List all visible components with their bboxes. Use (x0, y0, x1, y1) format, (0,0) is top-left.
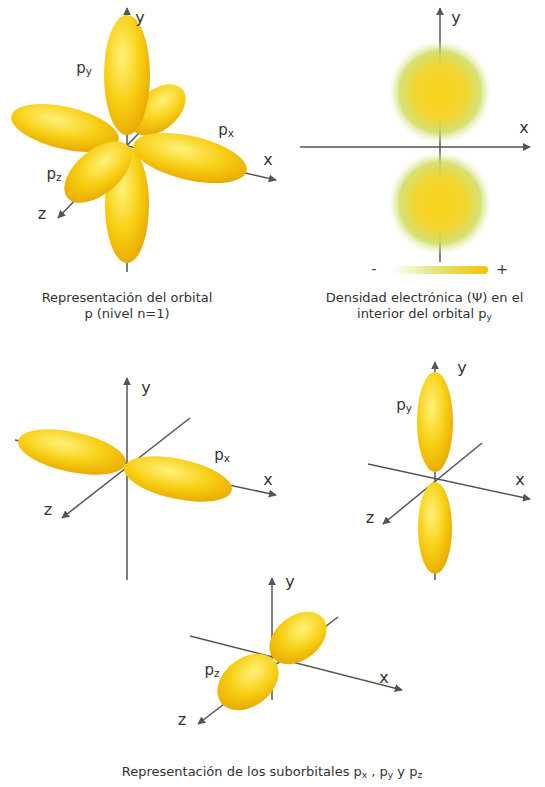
orbital-label: pz (46, 165, 61, 184)
py-orbital (417, 372, 453, 574)
axis-label: x (515, 470, 524, 490)
axis-label: y (451, 8, 460, 28)
orbital-label: py (76, 59, 92, 78)
subscript: x (228, 127, 234, 139)
axis-label: x (263, 470, 272, 490)
orbital-label: px (214, 446, 230, 465)
axis-label: z (38, 204, 46, 224)
subscript: y (388, 770, 393, 780)
axis-label: y (457, 358, 466, 378)
subscript: z (214, 667, 220, 679)
figure-caption: Representación del orbital p (nivel n=1) (40, 290, 215, 323)
electron-density (388, 40, 492, 274)
axis-label: y (285, 572, 294, 592)
subscript: y (487, 312, 492, 322)
axis-label: x (519, 118, 528, 138)
axis-label: z (44, 500, 52, 520)
orbital-label: py (396, 396, 412, 415)
axis-label: y (141, 378, 150, 398)
orbital-label: pz (204, 661, 219, 680)
figure-caption: Representación de los suborbitales px , … (122, 764, 422, 780)
subscript: x (362, 770, 367, 780)
axis-label: z (366, 508, 374, 528)
scale-label: + (496, 261, 508, 279)
axis-label: y (135, 8, 144, 28)
orbital-label: px (218, 121, 234, 140)
p-orbital-combined (7, 15, 252, 263)
scale-label: - (371, 261, 376, 279)
axis-label: x (263, 150, 272, 170)
axis-label: x (379, 668, 388, 688)
subscript: z (417, 770, 422, 780)
subscript: x (224, 452, 230, 464)
subscript: y (406, 402, 412, 414)
figure-caption: Densidad electrónica (Ψ) en el interior … (307, 290, 542, 323)
subscript: z (56, 171, 62, 183)
pz-orbital (206, 601, 336, 722)
axis-label: z (178, 710, 186, 730)
px-orbital (14, 421, 236, 510)
subscript: y (86, 65, 92, 77)
